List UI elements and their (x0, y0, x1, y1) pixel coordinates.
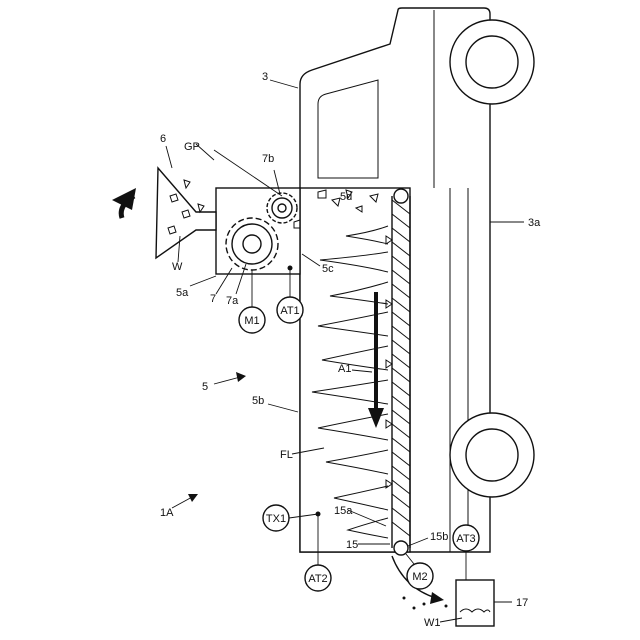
ref-vehicle-body-label: 3a (528, 217, 541, 229)
crusher-large-gear (226, 218, 278, 270)
sensor-at3-label: AT3 (456, 533, 475, 545)
rotation-arrow (112, 188, 136, 218)
ref-hopper: 6 (160, 133, 172, 168)
ref-system: 1A (160, 494, 198, 519)
ref-tank: 5b (252, 395, 298, 412)
ref-chamber-top-label: 5d (340, 191, 352, 203)
sensor-at2-label: AT2 (308, 573, 327, 585)
ref-collection-box-label: 17 (516, 597, 528, 609)
crusher-small-gear (267, 193, 297, 223)
hopper (156, 168, 216, 258)
motor-m1-label: M1 (244, 315, 259, 327)
ref-apparatus-label: 5 (202, 381, 208, 393)
motor-m2-label: M2 (412, 571, 427, 583)
ref-vehicle-label: 3 (262, 71, 268, 83)
wheel-rear (450, 413, 534, 497)
ref-chamber-top: 5d (340, 191, 352, 203)
ref-gap-label: GP (184, 141, 200, 153)
ref-roller: 15b (408, 531, 448, 546)
ref-collection-box: 17 (494, 597, 528, 609)
ref-crusher-housing-label: 5a (176, 287, 189, 299)
ref-residue-label: W1 (424, 617, 441, 629)
ref-apparatus: 5 (202, 372, 246, 393)
ref-airflow-label: A1 (338, 363, 351, 375)
ref-hopper-label: 6 (160, 133, 166, 145)
ref-conveyor-label: 15 (346, 539, 358, 551)
ref-large-gear-label: 7a (226, 295, 239, 307)
collection-box (456, 580, 494, 626)
ref-waste-label: W (172, 261, 183, 273)
ref-vehicle-body: 3a (490, 217, 541, 229)
motor-m2: M2 (406, 554, 433, 589)
ref-tank-label: 5b (252, 395, 264, 407)
ref-flame-label: FL (280, 449, 293, 461)
sensor-at1-label: AT1 (280, 305, 299, 317)
ref-roller-label: 15b (430, 531, 448, 543)
ref-crusher-label: 7 (210, 293, 216, 305)
ref-chamber-inlet-label: 5c (322, 263, 334, 275)
ref-vehicle: 3 (262, 71, 298, 88)
transmitter-tx1-label: TX1 (266, 513, 286, 525)
wheel-front (450, 20, 534, 104)
roller (394, 541, 408, 555)
motor-m1: M1 (239, 270, 265, 333)
ref-small-gear-label: 7b (262, 153, 274, 165)
ref-system-label: 1A (160, 507, 174, 519)
